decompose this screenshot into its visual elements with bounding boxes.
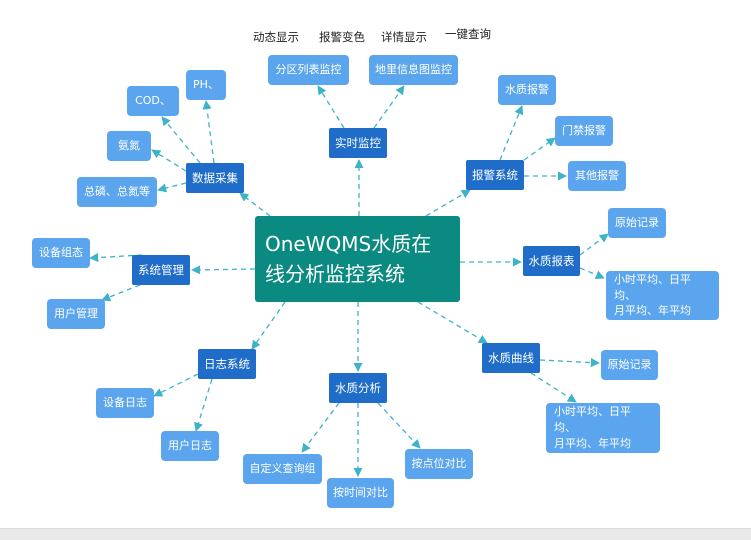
leaf-device-config: 设备组态 [32,238,90,268]
branch-alarm-system: 报警系统 [466,160,524,190]
branch-realtime-monitor: 实时监控 [329,128,387,158]
leaf-tp-tn: 总磷、总氮等 [77,177,157,207]
conn-root-alarm [425,189,471,217]
leaf-ammonia-nitrogen: 氨氮 [107,131,151,161]
conn-system-usermgmt [101,284,141,302]
conn-report-avg [579,267,605,280]
leaf-averages-report-line1: 小时平均、日平均、 [614,272,691,302]
conn-root-system [191,265,256,275]
conn-curve-avg [530,372,577,403]
conn-data-ph [202,100,215,164]
conn-log-userlog [194,378,213,432]
leaf-raw-record-curve: 原始记录 [601,350,658,380]
conn-alarm-wqa [499,105,524,161]
conn-data-cod [161,116,201,164]
conn-report-orig [579,233,609,256]
leaf-user-log: 用户日志 [161,431,219,461]
leaf-averages-report-line2: 月平均、年平均 [614,304,691,318]
leaf-averages-curve: 小时平均、日平均、 月平均、年平均 [546,403,660,453]
branch-data-collection: 数据采集 [186,163,244,193]
root-title-line1: OneWQMS水质在 [265,232,432,256]
bottom-scroll-strip [0,528,751,540]
leaf-ph: PH、 [186,70,226,100]
conn-analysis-custom [301,402,340,453]
leaf-geo-map-monitor: 地里信息图监控 [369,55,458,85]
leaf-water-quality-alarm: 水质报警 [498,75,556,105]
conn-realtime-geo [373,85,405,129]
branch-water-curve: 水质曲线 [482,343,540,373]
leaf-custom-query-group: 自定义查询组 [243,454,322,484]
leaf-compare-by-time: 按时间对比 [327,478,394,508]
conn-root-curve [417,301,488,344]
leaf-compare-by-point: 按点位对比 [405,449,473,479]
branch-water-report: 水质报表 [523,246,580,276]
conn-alarm-door [523,137,556,161]
leaf-access-control-alarm: 门禁报警 [555,116,613,146]
leaf-raw-record-report: 原始记录 [608,208,666,238]
leaf-other-alarm: 其他报警 [568,161,626,191]
root-node: OneWQMS水质在 线分析监控系统 [255,216,460,302]
leaf-averages-report: 小时平均、日平均、 月平均、年平均 [606,271,719,320]
caption-alarm-color: 报警变色 [319,30,365,44]
conn-log-devlog [153,373,199,397]
conn-data-nh [151,149,187,172]
conn-root-data [239,192,271,217]
leaf-averages-curve-line1: 小时平均、日平均、 [554,405,631,435]
conn-analysis-point [377,402,421,449]
conn-root-log [251,301,286,350]
leaf-averages-curve-line2: 月平均、年平均 [554,436,631,450]
leaf-device-log: 设备日志 [96,388,154,418]
caption-one-click-query: 一键查询 [445,27,491,41]
conn-curve-orig [539,358,600,368]
leaf-user-management: 用户管理 [47,299,105,329]
branch-water-analysis: 水质分析 [329,373,387,403]
branch-system-management: 系统管理 [132,255,190,285]
caption-dynamic-display: 动态显示 [253,30,299,44]
conn-realtime-zone [317,85,345,129]
branch-log-system: 日志系统 [198,349,256,379]
caption-detail-display: 详情显示 [381,30,427,44]
conn-data-tp [157,182,187,193]
leaf-zone-list-monitor: 分区列表监控 [268,55,349,85]
leaf-cod: COD、 [127,86,179,116]
root-title-line2: 线分析监控系统 [265,262,405,286]
